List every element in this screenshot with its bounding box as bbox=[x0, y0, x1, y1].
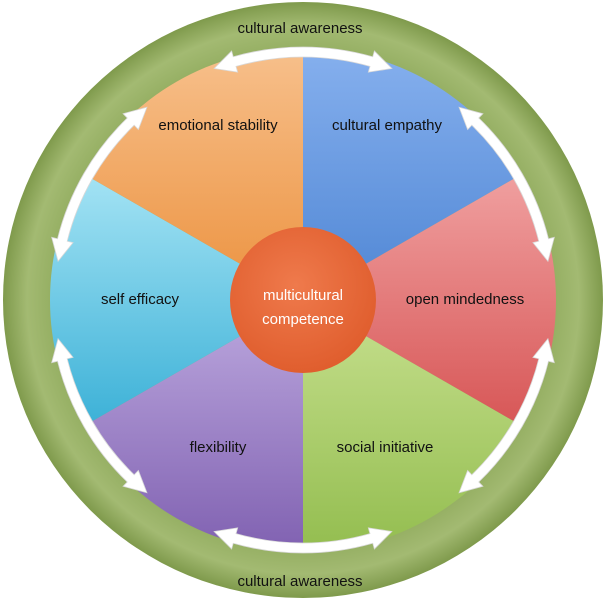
center-label-line1: multicultural bbox=[263, 287, 343, 304]
double-arrow-icon bbox=[51, 337, 148, 494]
segment-label-flexibility: flexibility bbox=[190, 439, 247, 456]
segment-label-emotional-stability: emotional stability bbox=[158, 117, 278, 134]
arrows-group bbox=[51, 46, 555, 554]
double-arrow-icon bbox=[51, 106, 148, 263]
double-arrow-icon bbox=[458, 337, 555, 494]
center-circle bbox=[230, 227, 376, 373]
double-arrow-icon bbox=[458, 106, 555, 263]
segment-open-mindedness bbox=[303, 174, 556, 426]
segment-label-open-mindedness: open mindedness bbox=[406, 291, 524, 308]
center-label-line2: competence bbox=[262, 311, 344, 328]
segment-label-social-initiative: social initiative bbox=[337, 439, 434, 456]
segment-label-self-efficacy: self efficacy bbox=[101, 291, 180, 308]
segment-label-cultural-empathy: cultural empathy bbox=[332, 117, 443, 134]
segment-self-efficacy bbox=[50, 174, 303, 426]
ring-label-bottom: cultural awareness bbox=[237, 573, 362, 590]
double-arrow-icon bbox=[213, 527, 393, 554]
double-arrow-icon bbox=[213, 46, 393, 73]
ring-label-top: cultural awareness bbox=[237, 20, 362, 37]
